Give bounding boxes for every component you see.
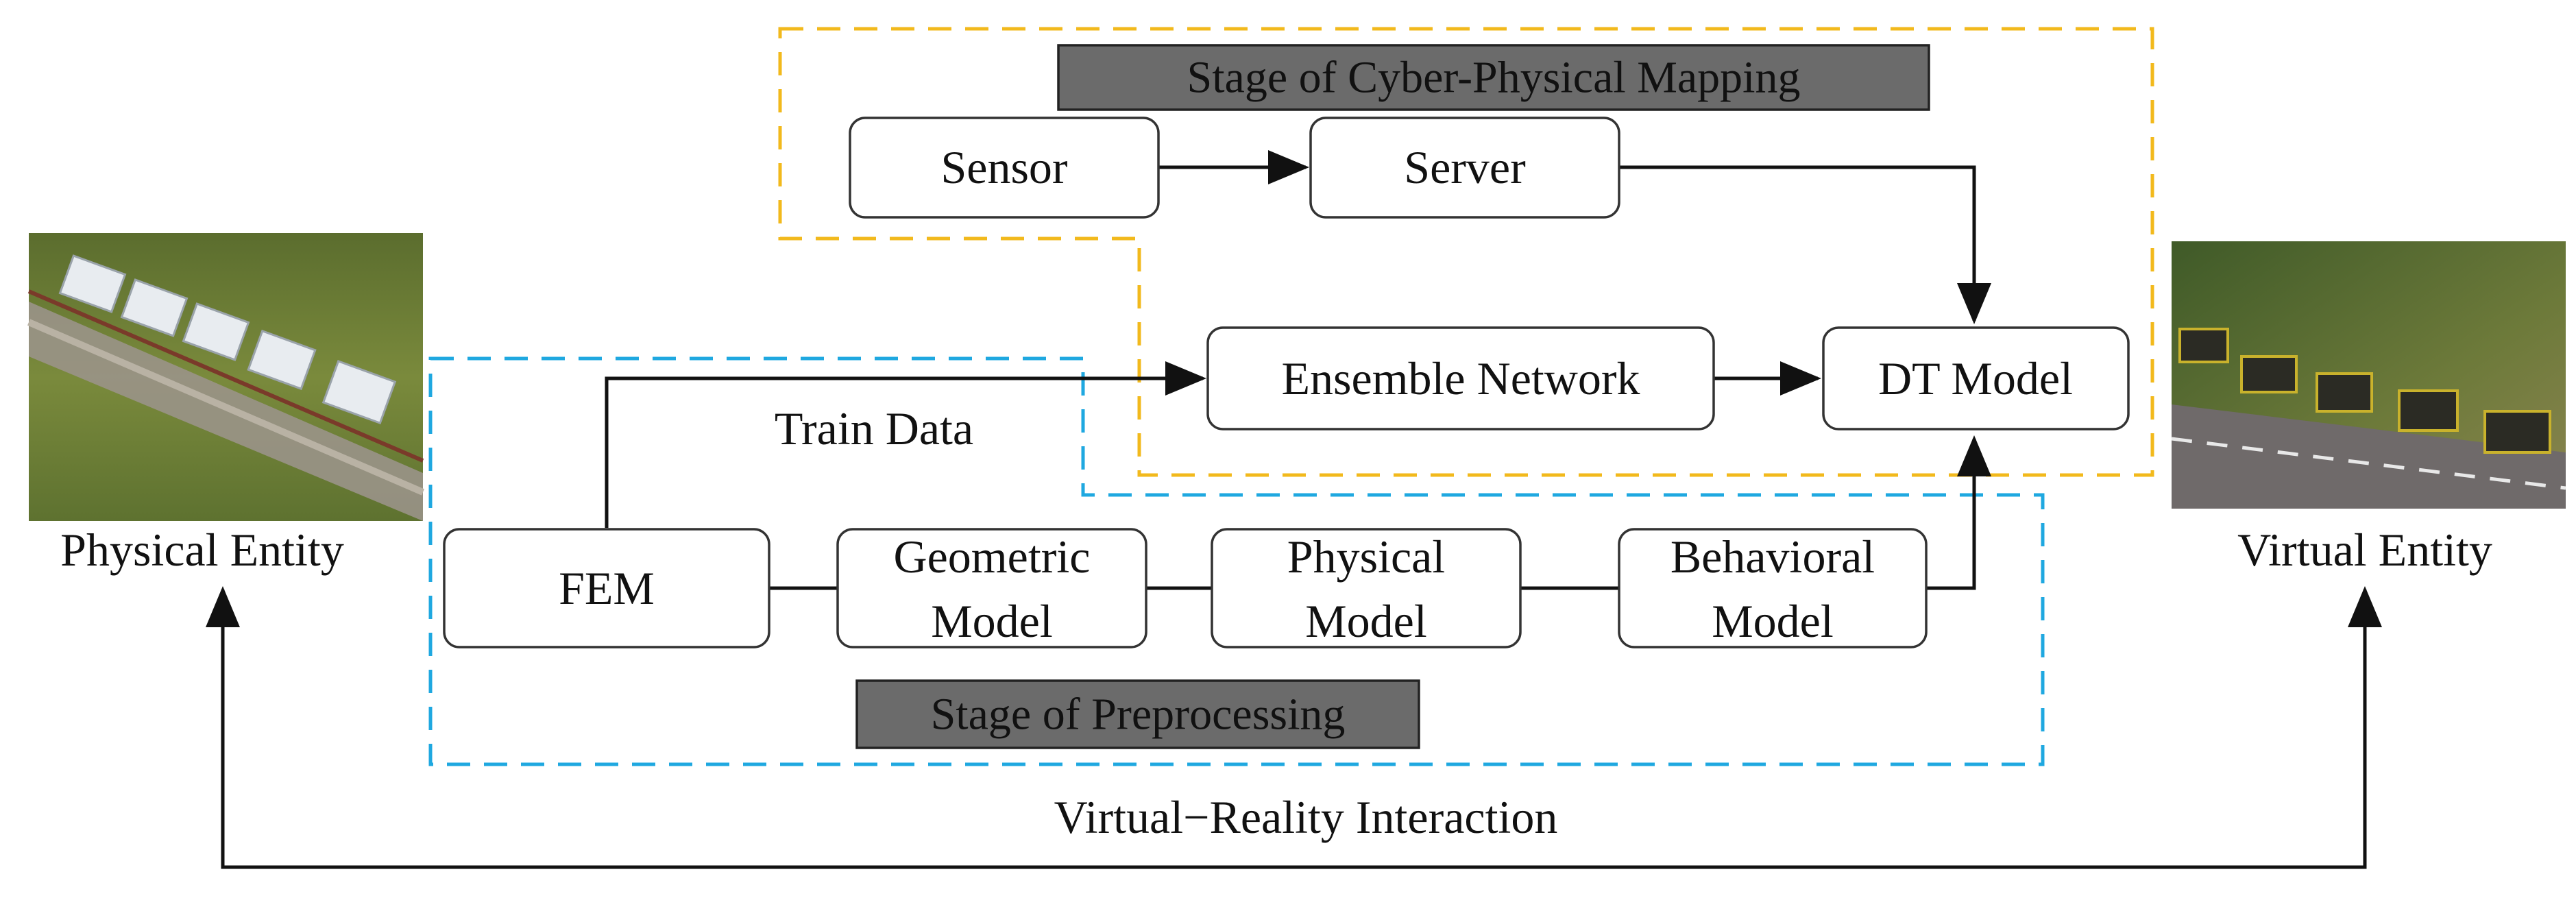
arrow-virtual-reality-interaction [206, 586, 2367, 869]
svg-text:Model: Model [931, 595, 1053, 647]
preprocessing-stage-label: Stage of Preprocessing [855, 679, 1420, 749]
svg-text:Geometric: Geometric [894, 531, 1091, 583]
virtual-reality-interaction-label: Virtual−Reality Interaction [1054, 791, 1558, 843]
server-node: Server [1309, 117, 1620, 219]
virtual-entity-image [2171, 241, 2566, 509]
svg-text:Stage of Cyber-Physical Mappin: Stage of Cyber-Physical Mapping [1187, 53, 1800, 103]
dt-model-node: DT Model [1822, 326, 2130, 430]
svg-text:Physical: Physical [1287, 531, 1445, 583]
train-data-label: Train Data [775, 402, 973, 454]
ensemble-network-node: Ensemble Network [1206, 326, 1715, 430]
svg-text:Model: Model [1305, 595, 1427, 647]
cyber-physical-stage-region [778, 27, 2154, 477]
virtual-entity-label: Virtual Entity [2237, 524, 2492, 576]
svg-text:DT Model: DT Model [1878, 352, 2073, 404]
arrow-fem-to-ensemble [605, 361, 1206, 528]
physical-model-node: Physical Model [1211, 528, 1522, 648]
fem-node: FEM [443, 528, 770, 648]
geometric-model-node: Geometric Model [836, 528, 1147, 648]
svg-text:Ensemble Network: Ensemble Network [1281, 352, 1640, 404]
sensor-node: Sensor [849, 117, 1160, 219]
arrow-server-to-dt-model [1619, 165, 1991, 324]
svg-text:FEM: FEM [559, 562, 655, 614]
svg-text:Server: Server [1404, 141, 1526, 193]
svg-text:Model: Model [1712, 595, 1834, 647]
physical-entity-image [27, 233, 424, 521]
physical-entity-label: Physical Entity [60, 524, 344, 576]
arrow-behavioral-to-dt-model [1926, 435, 1991, 590]
preprocessing-stage-region [428, 356, 2045, 766]
cyber-physical-stage-label: Stage of Cyber-Physical Mapping [1057, 44, 1930, 111]
behavioral-model-node: Behavioral Model [1618, 528, 1928, 648]
svg-text:Stage of Preprocessing: Stage of Preprocessing [931, 690, 1346, 740]
svg-text:Sensor: Sensor [940, 141, 1067, 193]
svg-text:Behavioral: Behavioral [1670, 531, 1875, 583]
